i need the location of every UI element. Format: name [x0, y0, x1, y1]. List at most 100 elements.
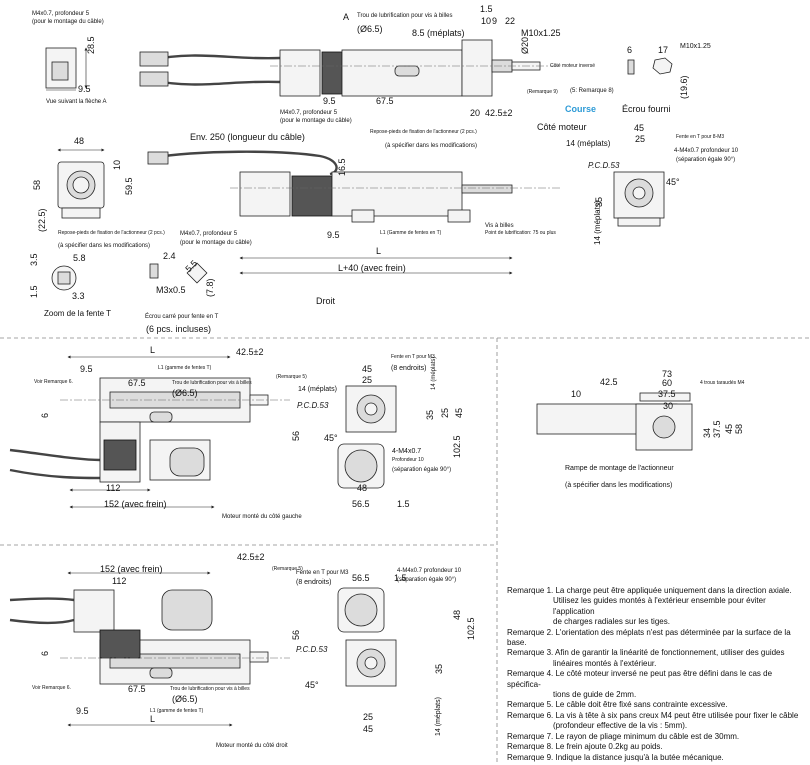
m10-nut: M10x1.25 [680, 43, 711, 50]
lm-dim-56: 56 [291, 431, 301, 441]
thread-m10: M10x1.25 [521, 28, 561, 38]
stroke-nut: Écrou fourni [622, 104, 671, 114]
remark-line: Utilisez les guides montés à l'extérieur… [553, 596, 766, 616]
dim-17: 17 [658, 45, 668, 55]
dim-35-top: 35 [594, 197, 604, 207]
rm-dim-6: 6 [40, 651, 50, 656]
zoom-t: Zoom de la fente T [44, 309, 111, 318]
m4-mid: M4x0.7, profondeur 5 [280, 110, 338, 116]
rb-dim-34: 34 [702, 428, 712, 438]
dim-25-top: 25 [635, 134, 645, 144]
rm-dim-1-5: 1.5 [394, 573, 407, 583]
lm-45deg: 45° [324, 433, 338, 443]
support-note2-sub: (à spécifier dans les modifications) [58, 243, 150, 249]
remark-line: linéaires montés à l'extérieur. [553, 658, 657, 668]
front-view-block [57, 148, 105, 219]
remark-line: Remarque 2. L'orientation des méplats n'… [507, 627, 791, 648]
rb-dim-45: 45 [724, 424, 734, 434]
rb-dim-58: 58 [734, 424, 744, 434]
dim-9-5: 9.5 [323, 96, 336, 106]
rm-t-nut-sub: (8 endroits) [296, 579, 331, 586]
rm-dim-9-5: 9.5 [76, 706, 89, 716]
rm-voir: Voir Remarque 6. [32, 685, 71, 691]
lm-m4-sub: Profondeur 10 [392, 457, 424, 463]
course: Course [565, 104, 596, 114]
dim-59-5: 59.5 [124, 177, 134, 195]
dim-67-5: 67.5 [376, 96, 394, 106]
actuator-side-view [147, 150, 560, 223]
end-view-top-right [613, 171, 665, 227]
rb-rack-sub: (à spécifier dans les modifications) [565, 482, 672, 489]
dim-28-5: 28.5 [86, 36, 96, 54]
remark-line: de charges radiales sur les tiges. [553, 617, 670, 627]
flats-14v-top: 14 (méplats) [593, 200, 602, 245]
dim-3-3: 3.3 [72, 291, 85, 301]
dim-10: 10 [481, 16, 491, 26]
lm-dim-42-5: 42.5±2 [236, 347, 263, 357]
lm-dim-9-5: 9.5 [80, 364, 93, 374]
right-mount-drawing [9, 589, 290, 685]
dim-16-5: 16.5 [337, 158, 347, 176]
rm-lube-dia: (Ø6.5) [172, 694, 198, 704]
lm-voir: Voir Remarque 6. [34, 379, 73, 385]
right-mount-end-view [337, 587, 397, 687]
rm-dim-102-5: 102.5 [466, 617, 476, 640]
lm-l1: L1 (gamme de fentes T) [158, 365, 212, 371]
dim-48: 48 [74, 136, 84, 146]
lm-flats-14: 14 (méplats) [298, 386, 337, 393]
remark-line: Remarque 8. Le frein ajoute 0.2kg au poi… [507, 742, 663, 752]
support-note-sub: (à spécifier dans les modifications) [385, 143, 477, 149]
rb-dim-42-5: 42.5 [600, 377, 618, 387]
rb-dim-30: 30 [663, 401, 673, 411]
lm-dim-L: L [150, 345, 155, 355]
zoom-t-drawing [51, 262, 208, 291]
lm-dim-67-5: 67.5 [128, 378, 146, 388]
l1-note: L1 (Gamme de fentes en T) [380, 230, 442, 236]
lm-dim-152: 152 (avec frein) [104, 499, 167, 509]
left-mount-drawing [9, 377, 290, 483]
m4-depth-top: 4-M4x0.7 profondeur 10 [674, 148, 739, 154]
rm-dim-L: L [150, 714, 155, 724]
dim-9: 9 [492, 16, 497, 26]
lm-dim-56-5: 56.5 [352, 499, 370, 509]
dim-1-5b: 1.5 [29, 285, 39, 298]
rm-m4: 4-M4x0.7 profondeur 10 [397, 568, 462, 574]
rb-dim-37-5: 37.5 [658, 389, 676, 399]
lm-dim-102-5: 102.5 [452, 435, 462, 458]
lm-t-nut-sub: (8 endroits) [391, 365, 426, 372]
rb-dim-37-5v: 37.5 [712, 420, 722, 438]
m4-note-left: M4x0.7, profondeur 5 [32, 11, 90, 17]
remark9: (Remarque 9) [527, 89, 558, 95]
remark-line: Remarque 3. Afin de garantir la linéarit… [507, 648, 785, 658]
lm-dim-25: 25 [362, 375, 372, 385]
remark-line: (profondeur effective de la vis : 5mm). [553, 721, 688, 731]
left-mount-end-view [337, 385, 397, 489]
dim-22-5: (22.5) [37, 208, 47, 232]
arrow-a-view [45, 47, 88, 91]
lm-dim-25v: 25 [440, 408, 450, 418]
support-note: Repose-pieds de fixation de l'actionneur… [370, 129, 477, 135]
rm-caption: Moteur monté du côté droit [216, 743, 288, 749]
right-box-drawing [536, 392, 693, 451]
rm-remark: (Remarque 5) [272, 566, 303, 572]
rb-rack: Rampe de montage de l'actionneur [565, 465, 674, 472]
lm-dim-112: 112 [106, 483, 120, 493]
lm-lube-dia: (Ø6.5) [172, 388, 198, 398]
rm-l1: L1 (gamme de fentes T) [150, 708, 204, 714]
rb-dim-10: 10 [571, 389, 581, 399]
lm-lube: Trou de lubrification pour vis à billes [172, 380, 252, 386]
rb-dim-73: 73 [662, 369, 672, 379]
rm-pcd: P.C.D.53 [296, 645, 328, 654]
dim-5-8: 5.8 [73, 253, 86, 263]
dim-10b: 10 [112, 160, 122, 170]
dim-45-top: 45 [634, 123, 644, 133]
arrow-a-note: Vue suivant la flèche A [46, 99, 106, 105]
remark8: (5: Remarque 8) [570, 88, 614, 94]
rm-flats-14: 14 (méplats) [435, 697, 442, 736]
lm-dim-45: 45 [362, 364, 372, 374]
dim-20: 20 [470, 108, 480, 118]
m4-small: M4x0.7, profondeur 5 [180, 231, 238, 237]
lm-t-nut: Fente en T pour M3 [391, 354, 435, 360]
pcd-top: P.C.D.53 [588, 161, 620, 170]
